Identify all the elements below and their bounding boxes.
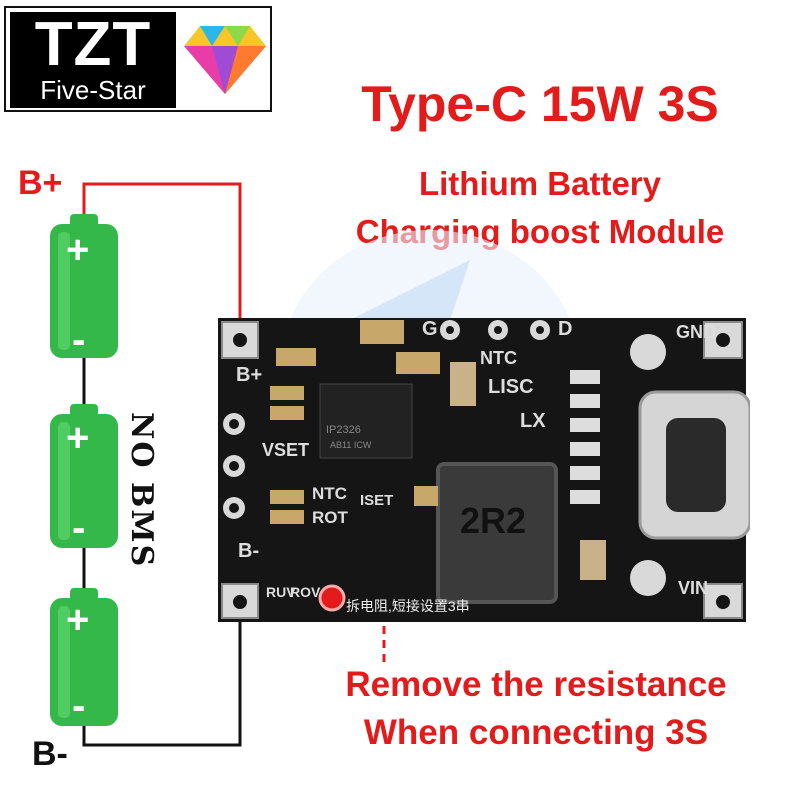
board-label-ntc: NTC	[312, 484, 347, 503]
board-label-bminus: B-	[238, 540, 260, 562]
chip-marking-1: IP2326	[326, 424, 361, 436]
subtitle-line-1: Lithium Battery	[418, 165, 662, 202]
board-label-ruv: RUV	[266, 584, 296, 600]
resistor-marker	[318, 584, 346, 612]
logo-black-panel: TZT Five-Star	[10, 12, 176, 108]
cell-2-plus: +	[66, 416, 90, 460]
negative-wire	[82, 600, 242, 747]
note-line-2: When connecting 3S	[363, 713, 709, 752]
cell-1-plus: +	[66, 228, 90, 272]
pcb-smd-parts	[270, 320, 606, 580]
positive-wire	[82, 182, 242, 330]
board-label-ntc-top: NTC	[480, 348, 517, 368]
cell-3-plus: +	[66, 598, 90, 642]
product-title: Type-C 15W 3S	[361, 76, 719, 132]
logo-tagline: Five-Star	[40, 75, 146, 105]
board-label-rov: ROV	[290, 584, 321, 600]
bminus-label: B-	[32, 735, 68, 773]
pcb-pads	[221, 321, 743, 619]
bplus-label: B+	[18, 164, 63, 202]
pcb-board	[218, 318, 750, 622]
brand-logo: TZT Five-Star	[4, 6, 272, 112]
note-line-1: Remove the resistance	[345, 665, 727, 704]
battery-cell-2	[50, 404, 118, 548]
pad-label-g: G	[422, 318, 438, 340]
pcb-inductor	[436, 462, 558, 604]
battery-stack	[50, 214, 118, 726]
pcb-chip	[319, 383, 413, 459]
cell-2-minus: -	[72, 506, 86, 550]
battery-cell-3	[50, 588, 118, 726]
board-label-rot: ROT	[312, 508, 348, 527]
board-label-bplus: B+	[236, 364, 263, 386]
no-bms-label: NO BMS	[124, 412, 159, 569]
board-chinese-note: 拆电阻,短接设置3串	[346, 598, 470, 614]
board-label-lx: LX	[520, 410, 546, 432]
logo-brand-text: TZT	[34, 10, 152, 79]
battery-cell-1	[50, 214, 118, 358]
cell-3-minus: -	[72, 684, 86, 728]
board-label-lisc: LISC	[488, 376, 534, 398]
board-label-vin: VIN	[678, 578, 709, 598]
chip-marking-2: AB11 ICW	[330, 440, 372, 450]
pad-label-d: D	[558, 318, 573, 340]
cell-1-minus: -	[72, 318, 86, 362]
board-label-iset: ISET	[360, 492, 394, 509]
board-label-vset: VSET	[262, 440, 310, 460]
board-label-gnd: GND	[676, 322, 716, 342]
diamond-icon	[184, 26, 266, 94]
inductor-marking: 2R2	[460, 500, 527, 541]
